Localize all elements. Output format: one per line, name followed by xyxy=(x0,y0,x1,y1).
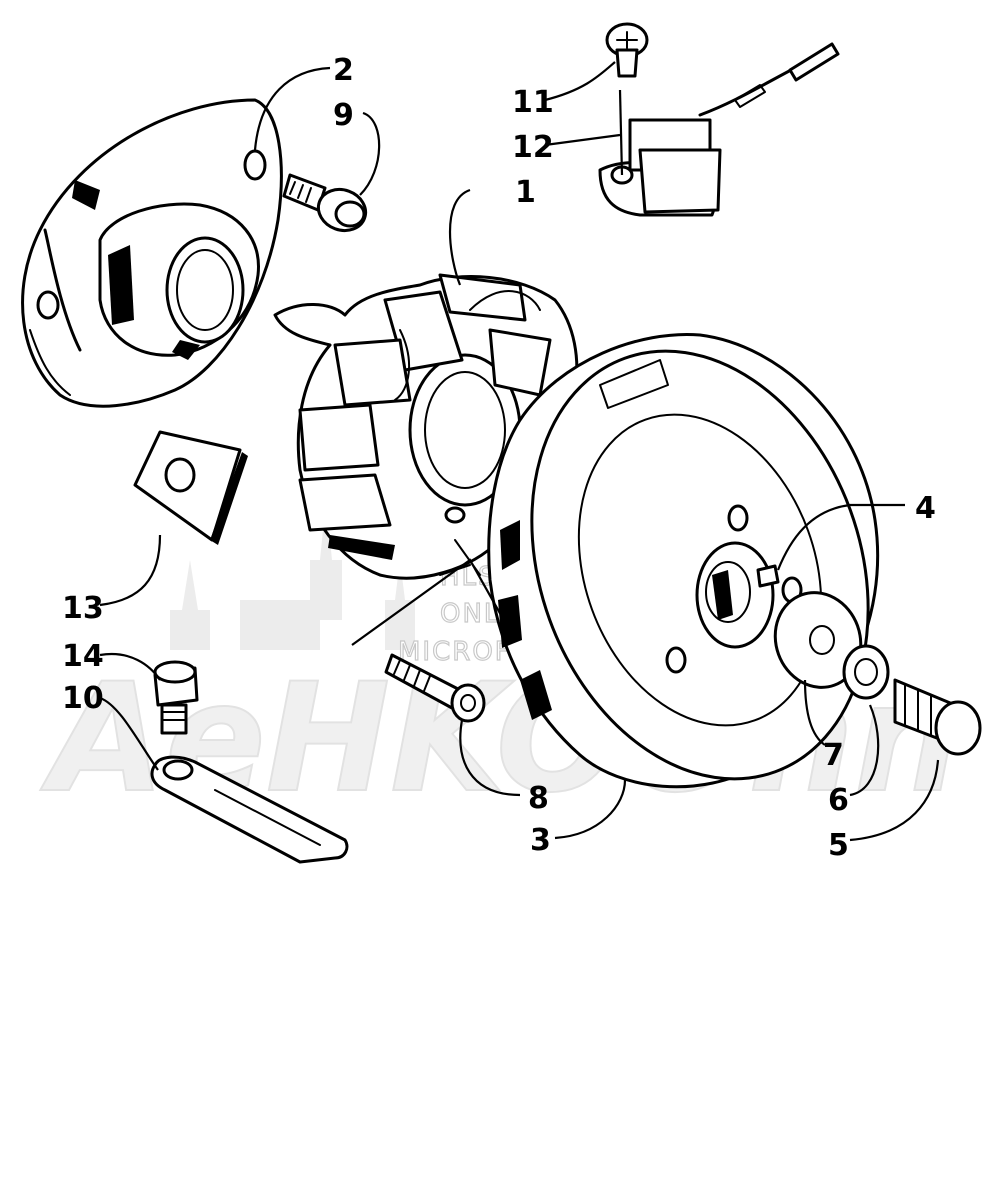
callout-9: 9 xyxy=(333,98,354,133)
part-2-backing-plate xyxy=(21,98,283,408)
part-11-screw xyxy=(605,22,649,78)
callout-1: 1 xyxy=(515,175,536,210)
callout-4: 4 xyxy=(915,491,936,526)
callout-2: 2 xyxy=(333,53,354,88)
callout-10: 10 xyxy=(62,681,104,716)
callout-3: 3 xyxy=(530,823,551,858)
part-13-rubber-pad xyxy=(133,430,248,545)
part-10-lock-plate xyxy=(150,755,349,864)
callout-5: 5 xyxy=(828,828,849,863)
part-3-flywheel xyxy=(487,332,880,789)
callout-7: 7 xyxy=(823,738,844,773)
part-5-nut xyxy=(893,678,982,756)
leader-lines xyxy=(99,61,940,842)
callout-labels: 1 2 3 4 5 6 7 8 9 10 11 12 13 14 xyxy=(62,53,936,863)
callout-14: 14 xyxy=(62,639,104,674)
part-6-lock-washer xyxy=(842,644,890,700)
part-9-screw xyxy=(282,173,368,233)
part-8-bolt xyxy=(384,653,486,723)
part-7-washer xyxy=(773,591,863,689)
callout-8: 8 xyxy=(528,781,549,816)
part-14-bolt xyxy=(153,660,199,735)
callout-11: 11 xyxy=(512,85,554,120)
callout-13: 13 xyxy=(62,591,104,626)
callout-6: 6 xyxy=(828,783,849,818)
part-4-key xyxy=(756,564,780,588)
watermark-castle-silhouette xyxy=(170,500,415,650)
callout-12: 12 xyxy=(512,130,554,165)
